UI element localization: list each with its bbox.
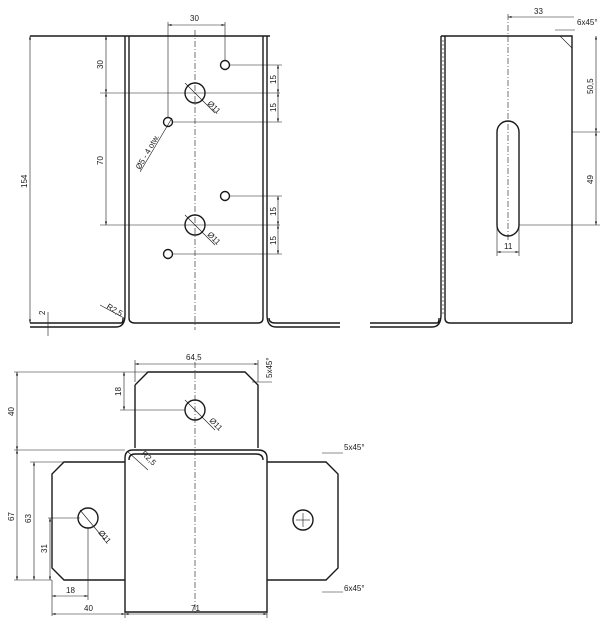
- front-dim-15b-label: 15: [269, 103, 278, 112]
- top-dim-31-label: 31: [40, 544, 49, 553]
- side-chamfer: [559, 35, 573, 49]
- side-dim-chamfer-label: 6x45°: [577, 18, 598, 27]
- top-dim-63-label: 63: [24, 514, 33, 523]
- side-dim-505-label: 50,5: [586, 78, 595, 94]
- top-left-wing-outline: [51, 461, 125, 581]
- front-small-hole-2: [162, 116, 174, 128]
- front-lower-hole-leader: [184, 214, 216, 246]
- top-dim-67-label: 67: [7, 512, 16, 521]
- top-chamfer-label: 5x45°: [265, 357, 274, 378]
- front-dim-2-label: 2: [38, 310, 47, 315]
- top-dim-40b-label: 40: [84, 604, 93, 613]
- top-radius-leader: [127, 451, 149, 471]
- top-right-chamfer-bottom-label: 6x45°: [344, 584, 365, 593]
- front-small-hole-leader: [139, 117, 173, 173]
- top-view: 64,5 5x45° 40 18 Ø11 R2,5 67 63 31: [7, 353, 365, 618]
- top-dim-18h-label: 18: [66, 586, 75, 595]
- side-dim-33-label: 33: [534, 7, 543, 16]
- front-radius-label: R2,5: [105, 302, 125, 319]
- front-lower-hole-label: Ø11: [206, 230, 223, 247]
- top-right-wing-hole: [292, 509, 314, 531]
- top-tab-outline: [134, 371, 259, 448]
- top-dim-18-label: 18: [114, 387, 123, 396]
- front-small-hole-1: [219, 59, 231, 71]
- side-dim-11-label: 11: [504, 242, 513, 251]
- top-dim-40-label: 40: [7, 407, 16, 416]
- front-dim-70-label: 70: [96, 156, 105, 165]
- side-dim-49-label: 49: [586, 175, 595, 184]
- top-right-chamfer-top-label: 5x45°: [344, 443, 365, 452]
- top-left-hole-label: Ø11: [96, 529, 113, 546]
- front-upper-hole-leader: [184, 82, 216, 114]
- front-dim-15a-label: 15: [269, 75, 278, 84]
- top-right-wing-outline: [267, 461, 339, 581]
- top-dim-645-label: 64,5: [186, 353, 202, 362]
- front-dim-15c-label: 15: [269, 207, 278, 216]
- front-dim-30v-label: 30: [96, 60, 105, 69]
- front-view-outline: [30, 35, 340, 328]
- front-small-hole-label: Ø5 - 4 otw.: [134, 133, 161, 171]
- front-radius-leader: [99, 304, 125, 319]
- front-upper-hole-label: Ø11: [206, 99, 223, 116]
- top-dim-71-label: 71: [191, 604, 200, 613]
- front-small-hole-3: [219, 190, 231, 202]
- front-dim-154-label: 154: [20, 174, 29, 188]
- front-dim-30-label: 30: [190, 14, 199, 23]
- top-left-hole-leader: [79, 509, 106, 541]
- front-view: 30 30 70 154 2 15 15 15 15 Ø11 Ø11 Ø: [20, 14, 340, 336]
- side-view: 33 6x45° 50,5 49 11: [370, 7, 600, 328]
- front-small-hole-4: [162, 248, 174, 260]
- front-dim-15d-label: 15: [269, 236, 278, 245]
- top-hole-label: Ø11: [208, 416, 225, 433]
- top-hole-leader: [184, 399, 216, 431]
- side-view-outline: [370, 35, 573, 328]
- top-base-outline: [124, 449, 268, 613]
